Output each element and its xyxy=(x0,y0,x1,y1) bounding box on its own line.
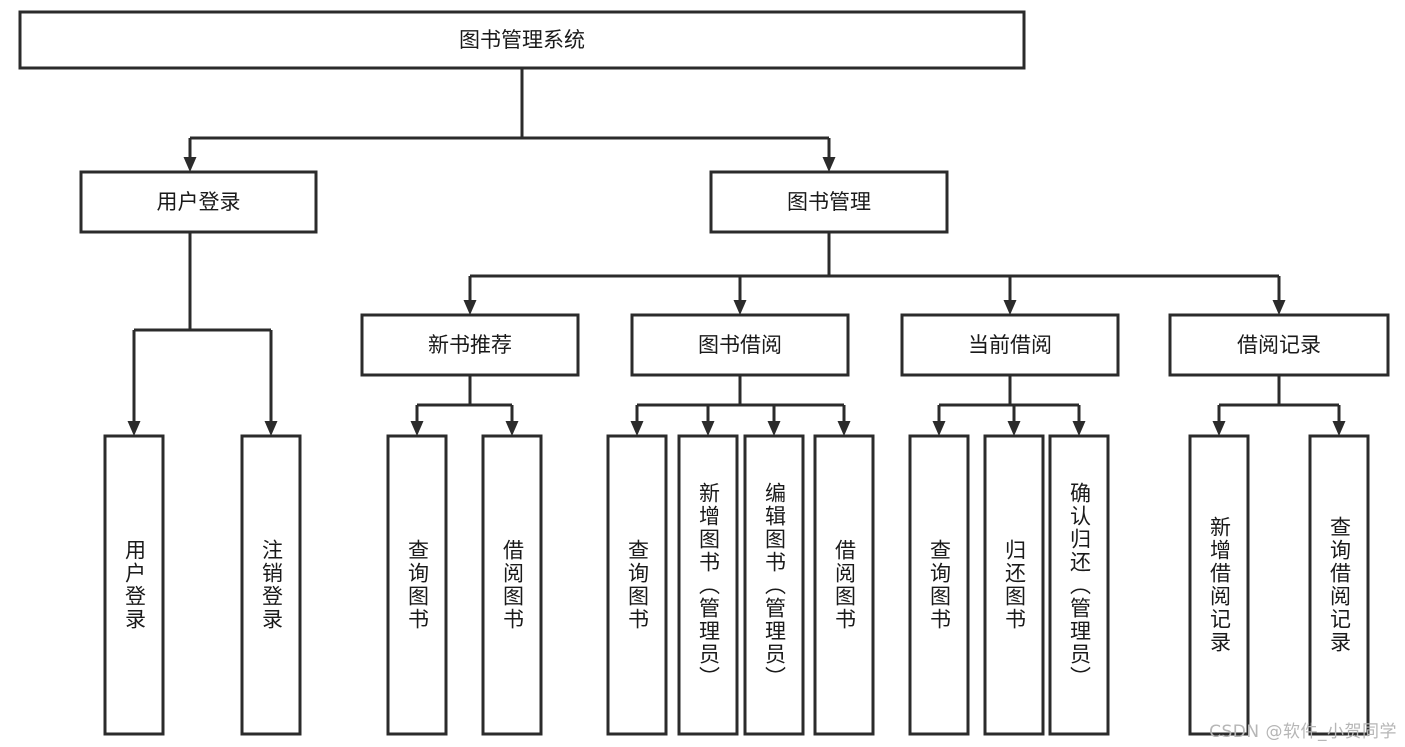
edge-arrowhead xyxy=(630,421,644,436)
edge-15 xyxy=(932,375,1079,436)
edge-5 xyxy=(463,232,1279,315)
edge-2 xyxy=(822,138,836,172)
node-box-leaf-7[interactable] xyxy=(743,434,805,736)
edge-3 xyxy=(127,232,271,436)
edge-10 xyxy=(505,405,519,436)
node-box-level3-3[interactable] xyxy=(900,313,1120,377)
node-box-leaf-2[interactable] xyxy=(240,434,302,736)
edge-arrowhead xyxy=(183,157,197,172)
edge-14 xyxy=(837,405,851,436)
node-label-level3-4: 借阅记录 xyxy=(1237,333,1321,357)
edge-arrowhead xyxy=(410,421,424,436)
node-box-leaf-12[interactable] xyxy=(1188,434,1250,736)
edge-arrowhead xyxy=(505,421,519,436)
node-box-leaf-1[interactable] xyxy=(103,434,165,736)
node-box-leaf-8[interactable] xyxy=(813,434,875,736)
edge-arrowhead xyxy=(1332,421,1346,436)
node-label-level2-1: 用户登录 xyxy=(157,190,241,214)
edge-arrowhead xyxy=(733,300,747,315)
edge-8 xyxy=(1272,276,1286,315)
edge-9 xyxy=(410,375,512,436)
edge-arrowhead xyxy=(1272,300,1286,315)
edge-arrowhead xyxy=(1072,421,1086,436)
edge-arrowhead xyxy=(1007,421,1021,436)
edge-18 xyxy=(1212,375,1339,436)
edge-19 xyxy=(1332,405,1346,436)
edges-layer xyxy=(127,68,1346,436)
edge-arrowhead xyxy=(767,421,781,436)
node-box-leaf-4[interactable] xyxy=(481,434,543,736)
node-label-level3-2: 图书借阅 xyxy=(698,333,782,357)
edge-arrowhead xyxy=(264,421,278,436)
edge-7 xyxy=(1003,276,1017,315)
edge-6 xyxy=(733,276,747,315)
node-box-leaf-3[interactable] xyxy=(386,434,448,736)
edge-16 xyxy=(1007,405,1021,436)
node-box-level3-4[interactable] xyxy=(1168,313,1390,377)
edge-arrowhead xyxy=(932,421,946,436)
node-box-level2-2[interactable] xyxy=(709,170,949,234)
edge-arrowhead xyxy=(822,157,836,172)
node-label-level3-1: 新书推荐 xyxy=(428,333,512,357)
edge-4 xyxy=(264,330,278,436)
node-box-level3-2[interactable] xyxy=(630,313,850,377)
node-box-leaf-10[interactable] xyxy=(983,434,1045,736)
edge-arrowhead xyxy=(1003,300,1017,315)
node-box-level3-1[interactable] xyxy=(360,313,580,377)
edge-17 xyxy=(1072,405,1086,436)
node-box-leaf-6[interactable] xyxy=(677,434,739,736)
node-label-level3-3: 当前借阅 xyxy=(968,333,1052,357)
node-box-leaf-13[interactable] xyxy=(1308,434,1370,736)
edge-11 xyxy=(630,375,844,436)
edge-arrowhead xyxy=(837,421,851,436)
edge-arrowhead xyxy=(463,300,477,315)
node-box-level2-1[interactable] xyxy=(79,170,318,234)
node-label-level2-2: 图书管理 xyxy=(787,190,871,214)
node-label-root: 图书管理系统 xyxy=(459,28,585,52)
watermark: CSDN @软件_小贺同学 xyxy=(1209,722,1397,742)
edge-arrowhead xyxy=(701,421,715,436)
edge-arrowhead xyxy=(127,421,141,436)
edge-arrowhead xyxy=(1212,421,1226,436)
node-box-leaf-11[interactable] xyxy=(1048,434,1110,736)
boxes-layer xyxy=(18,10,1390,736)
edge-12 xyxy=(701,405,715,436)
node-box-leaf-5[interactable] xyxy=(606,434,668,736)
node-box-root[interactable] xyxy=(18,10,1026,70)
node-box-leaf-9[interactable] xyxy=(908,434,970,736)
edge-13 xyxy=(767,405,781,436)
edge-1 xyxy=(183,68,829,172)
